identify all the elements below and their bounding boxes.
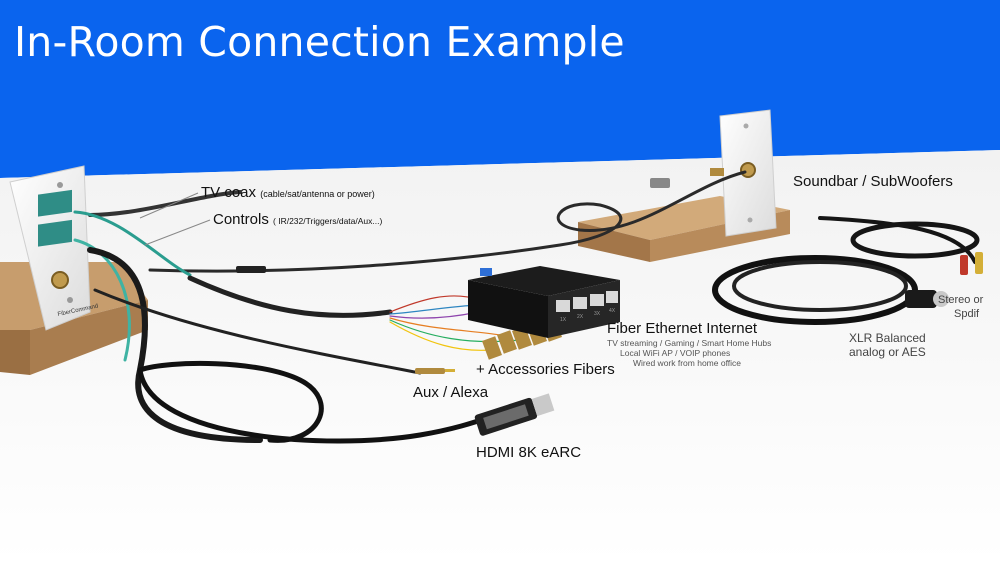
stereo-label-line2: Spdif [954,308,980,320]
right-wall-plate [719,109,777,237]
hdmi-label: HDMI 8K eARC [476,444,582,461]
accessories-fibers-label: + Accessories Fibers [476,361,615,378]
soundbar-label: Soundbar / SubWoofers [793,173,953,190]
fiber-ethernet-note-2: Local WiFi AP / VOIP phones [620,348,731,358]
controls-label: Controls ( IR/232/Triggers/data/Aux...) [213,211,382,228]
tv-coax-label: TV coax (cable/sat/antenna or power) [201,184,375,201]
switch-port-label: 3X [594,311,601,317]
tv-coax-text: TV coax [201,184,257,201]
coax-cable-right [148,170,747,273]
left-wall-plate: FiberCommand [9,165,99,331]
switch-port-label: 2X [577,314,584,320]
switch-port-label: 4X [609,308,616,314]
switch-port-label: 1X [560,317,567,323]
tv-coax-note: (cable/sat/antenna or power) [260,189,375,199]
table-surface [0,150,1000,563]
controls-note: ( IR/232/Triggers/data/Aux...) [273,216,383,226]
stereo-cable-coil [850,221,980,259]
aux-cable [93,288,422,375]
fiber-ethernet-note-3: Wired work from home office [633,358,742,368]
page-title: In-Room Connection Example [14,18,625,66]
teal-cable-1 [73,210,192,277]
teal-cable-2 [73,238,131,362]
connectors [236,168,983,436]
stereo-label-line1: Stereo or [938,294,984,306]
xlr-label-line1: XLR Balanced [849,331,926,345]
fiber-switch [468,266,620,338]
fiber-ethernet-label: Fiber Ethernet Internet [607,320,758,337]
fiber-ethernet-note-1: TV streaming / Gaming / Smart Home Hubs [607,338,772,348]
aux-alexa-label: Aux / Alexa [413,384,489,401]
xlr-label-line2: analog or AES [849,345,926,359]
controls-text: Controls [213,211,269,228]
fiber-bundle [187,275,393,318]
